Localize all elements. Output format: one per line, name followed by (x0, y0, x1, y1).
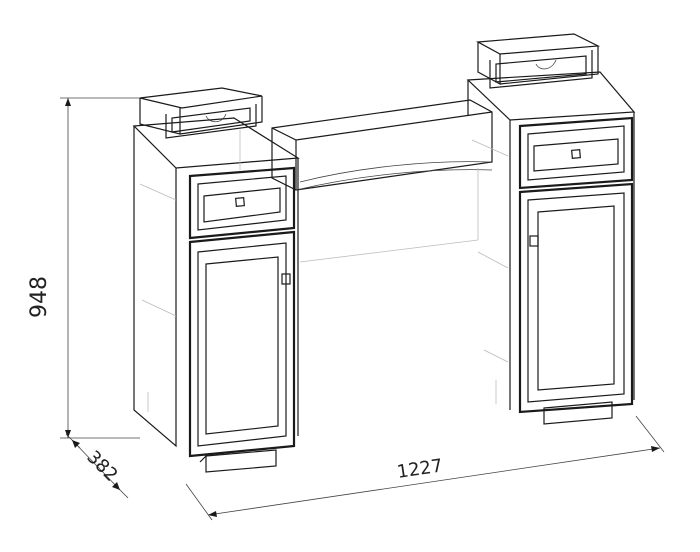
depth-dimension: 382 (65, 433, 129, 499)
height-dimension: 948 (27, 97, 140, 439)
height-label: 948 (27, 276, 52, 318)
left-cabinet (132, 87, 300, 473)
knob-icon (529, 235, 539, 247)
width-dimension: 1227 (185, 415, 665, 521)
knob-icon (571, 149, 581, 159)
right-cabinet (466, 33, 636, 425)
middle-back-ghost (299, 168, 479, 263)
knob-icon (235, 197, 245, 207)
depth-label: 382 (82, 447, 121, 486)
width-label: 1227 (396, 455, 444, 483)
knob-icon (281, 273, 291, 285)
top-panel (271, 99, 493, 191)
